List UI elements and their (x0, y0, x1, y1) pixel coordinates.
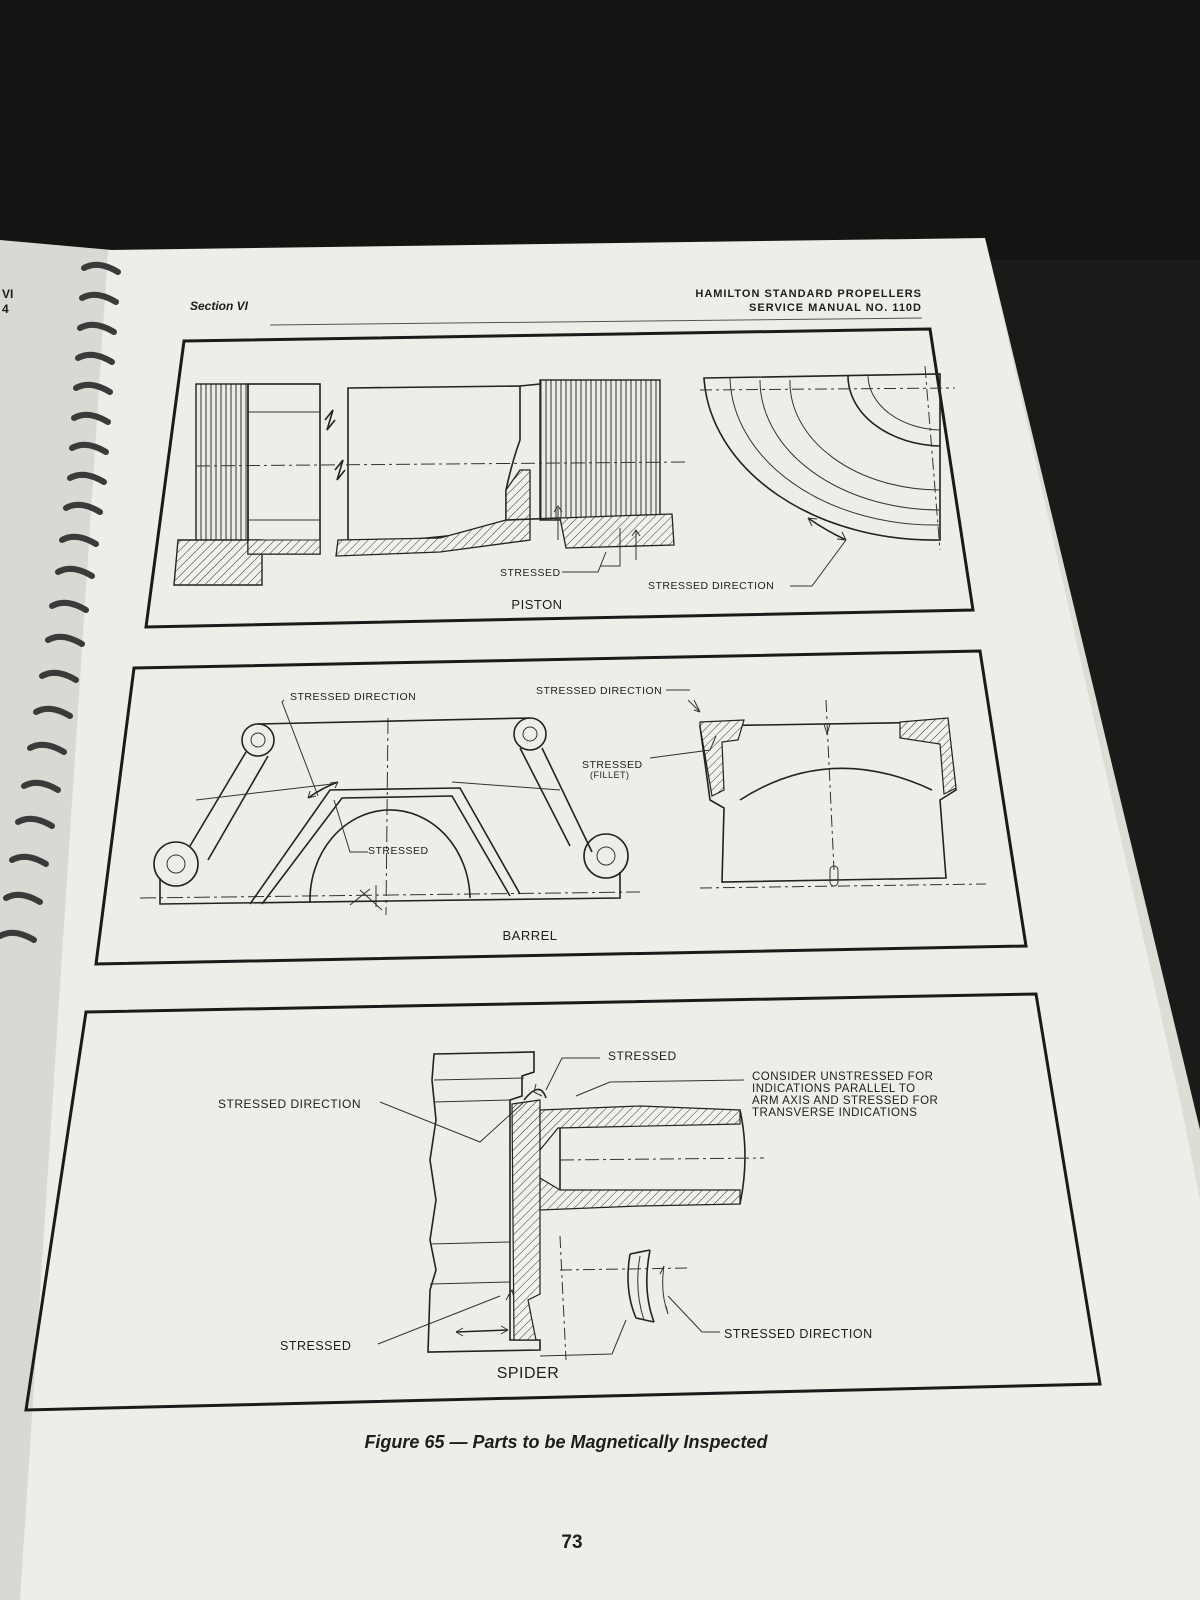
barrel-frame (94, 649, 1028, 966)
figure-caption: Figure 65 — Parts to be Magnetically Ins… (364, 1432, 768, 1452)
spider-title: SPIDER (497, 1365, 560, 1382)
barrel-stressed-label: STRESSED (368, 845, 429, 857)
barrel-panel: STRESSED DIRECTION STRESSED STRESSED DIR… (94, 649, 1028, 966)
barrel-title: BARREL (502, 928, 557, 943)
piston-thread-right (539, 379, 661, 521)
section-label: Section VI (190, 299, 249, 313)
spider-ring-segment (627, 1249, 655, 1323)
piston-frame (144, 327, 975, 629)
piston-web (335, 469, 531, 557)
spider-stressed-bottom: STRESSED (280, 1339, 351, 1353)
piston-title: PISTON (511, 597, 562, 612)
piston-end-view (703, 373, 941, 541)
spider-panel: STRESSED STRESSED DIRECTION CONSIDER UNS… (24, 992, 1102, 1412)
left-page-edge-text-1: VI (2, 287, 13, 301)
spider-consider-line4: TRANSVERSE INDICATIONS (752, 1107, 917, 1119)
spider-hub-wall (511, 1099, 541, 1341)
spider-stressed-direction-right: STRESSED DIRECTION (724, 1327, 873, 1341)
spiral-binding (0, 261, 121, 943)
spider-consider-line3: ARM AXIS AND STRESSED FOR (752, 1095, 938, 1107)
manual-title-line2: SERVICE MANUAL NO. 110D (749, 302, 922, 314)
barrel-stressed-direction-left: STRESSED DIRECTION (290, 691, 416, 703)
spider-arm (539, 1105, 741, 1152)
piston-panel: STRESSED STRESSED DIRECTION PISTON (144, 327, 975, 629)
page-number: 73 (561, 1532, 582, 1553)
spider-stressed-direction-left: STRESSED DIRECTION (218, 1097, 361, 1111)
spider-frame (24, 992, 1102, 1412)
spider-consider-line2: INDICATIONS PARALLEL TO (752, 1083, 916, 1095)
piston-stressed-label: STRESSED (500, 567, 561, 579)
manual-title-line1: HAMILTON STANDARD PROPELLERS (695, 288, 922, 300)
barrel-fillet-label: (FILLET) (590, 770, 630, 780)
manual-page (20, 238, 1200, 1600)
piston-flange-right (559, 513, 675, 549)
piston-left-wall (247, 539, 321, 555)
spider-stressed-top: STRESSED (608, 1049, 677, 1063)
piston-flange-left (173, 539, 263, 586)
barrel-stressed-direction-right: STRESSED DIRECTION (536, 685, 662, 697)
piston-thread-left (195, 383, 249, 555)
spider-hub (427, 1051, 541, 1353)
left-page-edge-text-2: 4 (2, 302, 9, 316)
piston-stressed-direction-label: STRESSED DIRECTION (648, 580, 774, 592)
barrel-stressed-fillet-label: STRESSED (582, 759, 643, 771)
header-rule (269, 317, 923, 326)
spider-consider-line1: CONSIDER UNSTRESSED FOR (752, 1071, 933, 1083)
